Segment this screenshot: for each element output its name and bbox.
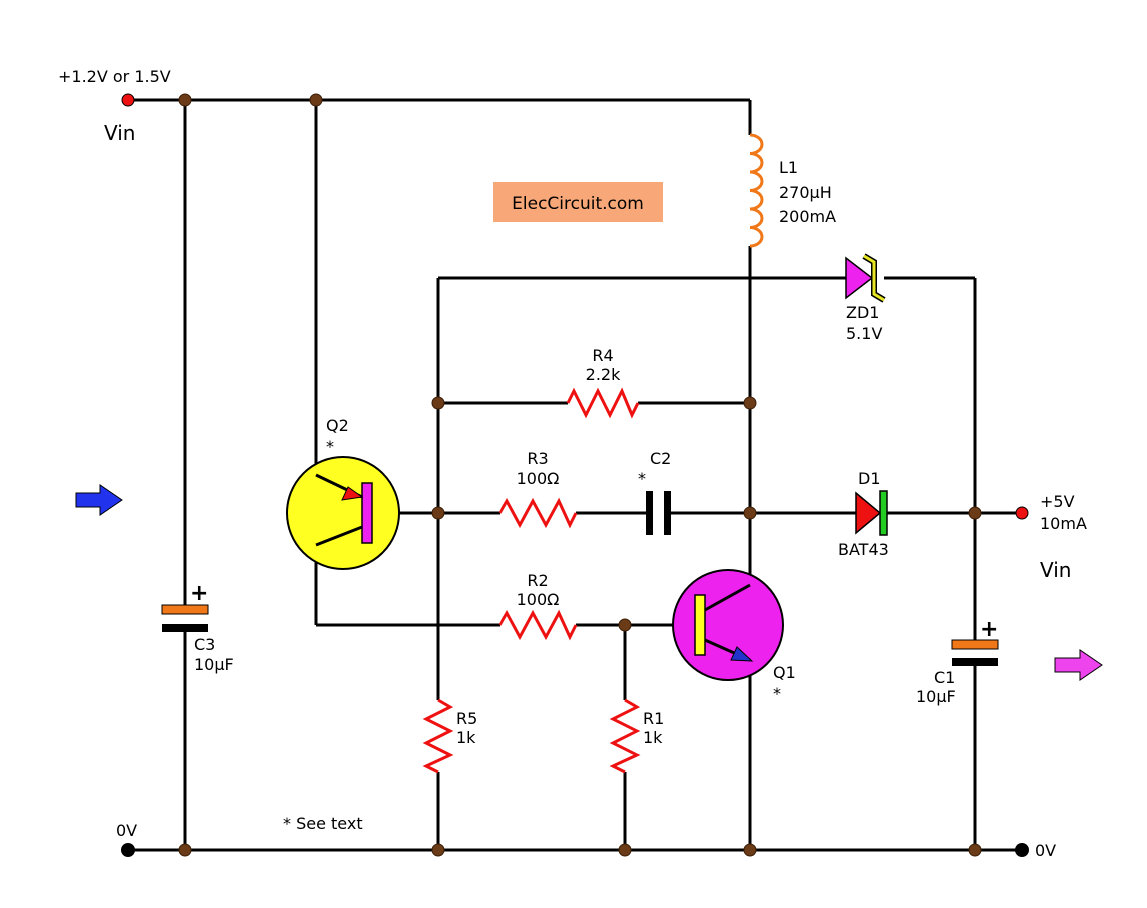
C2-mark-label: *	[638, 469, 646, 488]
C1-polarity-label: +	[980, 617, 998, 642]
resistor-R2	[498, 609, 578, 641]
C2-ref-label: C2	[650, 449, 671, 468]
resistor-R3	[498, 497, 578, 529]
vin-voltage-label: +1.2V or 1.5V	[58, 67, 171, 86]
ZD1-ref-label: ZD1	[846, 303, 879, 322]
see-text-note: * See text	[283, 814, 363, 833]
R1-value-label: 1k	[643, 728, 663, 747]
watermark-text: ElecCircuit.com	[512, 194, 644, 214]
transistor-Q2	[286, 456, 400, 570]
Q1-mark-label: *	[773, 684, 781, 703]
Q2-mark-label: *	[326, 437, 334, 456]
vout-name-label: Vin	[1040, 558, 1071, 582]
R4-ref-label: R4	[592, 346, 613, 365]
Q2-ref-label: Q2	[326, 416, 349, 435]
watermark-box	[493, 182, 663, 222]
R4-value-label: 2.2k	[586, 365, 621, 384]
L1-ref-label: L1	[779, 158, 798, 177]
D1-ref-label: D1	[858, 469, 881, 488]
C1-value-label: 10µF	[916, 687, 956, 706]
gnd-terminal-left	[121, 843, 135, 857]
diode-D1	[855, 490, 888, 536]
L1-value-label: 270µH	[779, 183, 832, 202]
input-arrow-icon	[75, 484, 123, 516]
wires	[128, 98, 1022, 852]
R1-ref-label: R1	[643, 709, 664, 728]
vin-terminal	[121, 93, 135, 107]
vout-voltage-label: +5V	[1040, 492, 1075, 511]
R2-value-label: 100Ω	[517, 590, 560, 609]
vin-name-label: Vin	[104, 121, 135, 145]
C3-ref-label: C3	[194, 635, 215, 654]
capacitor-C2	[646, 491, 671, 535]
R3-value-label: 100Ω	[517, 469, 560, 488]
R3-ref-label: R3	[527, 449, 548, 468]
vout-current-label: 10mA	[1040, 514, 1087, 533]
resistor-R4	[566, 387, 640, 419]
capacitor-C1	[951, 639, 999, 666]
ZD1-value-label: 5.1V	[846, 324, 882, 343]
gnd-left-label: 0V	[116, 821, 137, 840]
vout-terminal	[1015, 506, 1029, 520]
gnd-terminal-right	[1015, 843, 1029, 857]
junction-nodes	[178, 93, 982, 857]
transistor-Q1	[672, 569, 784, 681]
inductor-L1	[749, 133, 764, 248]
resistor-R5	[422, 698, 454, 774]
zener-diode-ZD1	[845, 253, 886, 303]
R5-value-label: 1k	[456, 728, 476, 747]
C3-value-label: 10µF	[194, 655, 234, 674]
gnd-right-label: 0V	[1035, 841, 1056, 860]
output-arrow-icon	[1054, 649, 1103, 681]
L1-rating-label: 200mA	[779, 207, 836, 226]
C1-ref-label: C1	[934, 668, 955, 687]
D1-part-label: BAT43	[838, 540, 889, 559]
resistor-R1	[609, 698, 641, 774]
R2-ref-label: R2	[527, 571, 548, 590]
C3-polarity-label: +	[190, 581, 208, 606]
capacitor-C3	[161, 604, 209, 632]
R5-ref-label: R5	[456, 709, 477, 728]
Q1-ref-label: Q1	[773, 663, 796, 682]
